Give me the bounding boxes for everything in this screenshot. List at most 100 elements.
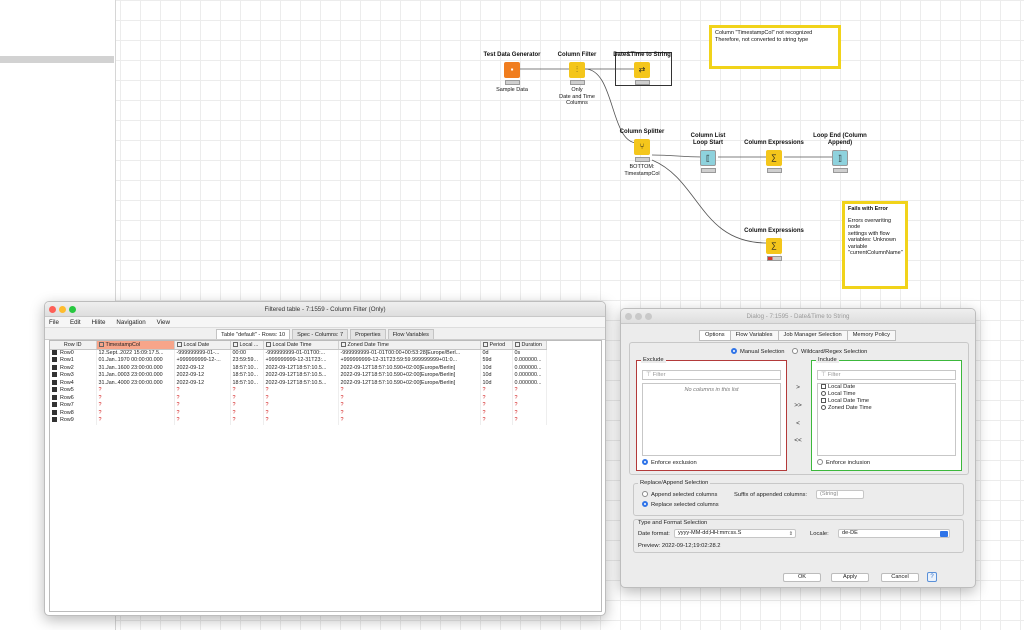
menu-edit[interactable]: Edit (69, 319, 81, 326)
tab-properties[interactable]: Properties (350, 329, 386, 339)
dialog-titlebar[interactable]: Dialog - 7:1595 - Date&Time to String (621, 309, 975, 324)
node-column-filter[interactable]: Column Filter ⫶ Only Date and Time Colum… (537, 52, 617, 107)
node-column-splitter[interactable]: Column Splitter ⑂ BOTTOM: TimestampCol (602, 129, 682, 177)
table-cell[interactable]: 2022-09-12T18:57:10.590+02:00[Europe/Ber… (338, 372, 481, 380)
table-cell[interactable]: ? (512, 417, 547, 425)
table-cell[interactable]: ? (174, 409, 231, 417)
table-cell[interactable]: 2022-09-12T18:57:10.5... (263, 364, 339, 372)
annotation-fails-with-error[interactable]: Fails with Error Errors overwriting node… (842, 201, 908, 289)
table-cell[interactable]: +999999999-12-... (174, 357, 231, 365)
table-cell[interactable]: ? (480, 387, 513, 395)
include-filter-input[interactable]: ⊤ Filter (817, 370, 956, 380)
tab-memory-policy[interactable]: Memory Policy (846, 330, 896, 341)
table-cell[interactable]: +999999999-12-31T23:... (263, 357, 339, 365)
cancel-button[interactable]: Cancel (881, 573, 919, 582)
table-cell[interactable]: ? (480, 417, 513, 425)
manual-selection-radio[interactable]: Manual Selection (731, 348, 784, 356)
table-cell[interactable]: ? (96, 394, 175, 402)
table-cell[interactable]: -999999999-01-01T00:00+00:53:28[Europe/B… (338, 349, 481, 357)
table-cell[interactable]: ? (174, 402, 231, 410)
table-cell[interactable]: 01.Jan..1970 00:00:00.000 (96, 357, 175, 365)
table-cell[interactable]: 2022-09-12T18:57:10.5... (263, 372, 339, 380)
table-cell[interactable]: ? (480, 402, 513, 410)
table-cell[interactable]: 10d (480, 372, 513, 380)
remove-all-button[interactable]: << (794, 437, 802, 444)
minimize-window-button[interactable] (59, 306, 66, 313)
column-header-duration[interactable]: Duration (512, 341, 547, 350)
exclude-list[interactable]: No columns in this list (642, 383, 781, 456)
table-cell[interactable]: 0d (480, 349, 513, 357)
table-cell[interactable]: ? (230, 387, 264, 395)
table-cell[interactable]: 0s (512, 349, 547, 357)
row-id-cell[interactable]: Row2 (50, 364, 97, 372)
table-cell[interactable]: ? (96, 409, 175, 417)
table-cell[interactable]: ? (96, 402, 175, 410)
table-cell[interactable]: 0.000000... (512, 372, 547, 380)
table-cell[interactable]: ? (480, 409, 513, 417)
table-cell[interactable]: 18:57:10... (230, 364, 264, 372)
table-cell[interactable]: 2022-09-12T18:57:10.5... (263, 379, 339, 387)
row-id-cell[interactable]: Row0 (50, 349, 97, 357)
row-id-cell[interactable]: Row7 (50, 402, 97, 410)
table-cell[interactable]: 31.Jan..4000 23:00:00.000 (96, 379, 175, 387)
minimize-window-button[interactable] (635, 313, 642, 320)
table-cell[interactable]: ? (174, 387, 231, 395)
row-id-cell[interactable]: Row3 (50, 372, 97, 380)
regex-selection-radio[interactable]: Wildcard/Regex Selection (792, 348, 867, 356)
replace-selected-radio[interactable]: Replace selected columns (642, 501, 719, 509)
locale-select[interactable]: de-DE (838, 529, 950, 538)
table-cell[interactable]: 0.000000... (512, 357, 547, 365)
tab-spec[interactable]: Spec - Columns: 7 (292, 329, 349, 339)
node-test-data-generator[interactable]: Test Data Generator ▪ Sample Data (472, 52, 552, 94)
help-icon[interactable]: ? (927, 572, 937, 582)
enforce-inclusion-radio[interactable]: Enforce inclusion (817, 459, 870, 467)
enforce-exclusion-radio[interactable]: Enforce exclusion (642, 459, 697, 467)
table-cell[interactable]: ? (338, 409, 481, 417)
menu-navigation[interactable]: Navigation (116, 319, 146, 326)
table-cell[interactable]: 00:00 (230, 349, 264, 357)
column-header-local-date-time[interactable]: Local Date Time (263, 341, 339, 350)
column-header-zoned-date-time[interactable]: Zoned Date Time (338, 341, 481, 350)
table-row[interactable]: Row7??????? (50, 402, 547, 410)
table-cell[interactable]: ? (338, 402, 481, 410)
menu-hilite[interactable]: Hilite (91, 319, 106, 326)
list-item-local-date[interactable]: Local Date (818, 384, 955, 391)
tab-flow-variables[interactable]: Flow Variables (729, 330, 779, 341)
table-cell[interactable]: ? (263, 417, 339, 425)
window-titlebar[interactable]: Filtered table - 7:1559 - Column Filter … (45, 302, 605, 317)
table-row[interactable]: Row5??????? (50, 387, 547, 395)
zoom-window-button[interactable] (69, 306, 76, 313)
date-format-combo[interactable]: yyyy-MM-dd;HH:mm:ss.S ⇕ (674, 529, 796, 538)
table-cell[interactable]: ? (230, 402, 264, 410)
table-cell[interactable]: 2022-09-12 (174, 372, 231, 380)
table-cell[interactable]: 0.000000... (512, 379, 547, 387)
table-cell[interactable]: ? (512, 409, 547, 417)
list-item-local-time[interactable]: Local Time (818, 391, 955, 398)
column-header-period[interactable]: Period (480, 341, 513, 350)
table-cell[interactable]: ? (174, 417, 231, 425)
table-cell[interactable]: ? (338, 394, 481, 402)
add-button[interactable]: > (796, 384, 800, 391)
table-cell[interactable]: 18:57:10... (230, 379, 264, 387)
node-datetime-to-string[interactable]: Date&Time to String ⇄ (602, 52, 682, 85)
table-cell[interactable]: ? (174, 394, 231, 402)
table-cell[interactable]: 31.Jan..0003 23:00:00.000 (96, 372, 175, 380)
table-cell[interactable]: ? (512, 394, 547, 402)
table-cell[interactable]: ? (263, 394, 339, 402)
table-row[interactable]: Row8??????? (50, 409, 547, 417)
node-loop-end[interactable]: Loop End (Column Append) ⟧ (800, 133, 880, 173)
table-cell[interactable]: 10d (480, 364, 513, 372)
column-header-timestampcol[interactable]: TimestampCol (96, 341, 175, 350)
table-cell[interactable]: ? (480, 394, 513, 402)
node-column-expressions-error[interactable]: Column Expressions ∑ (734, 228, 814, 261)
add-all-button[interactable]: >> (794, 402, 802, 409)
column-header-rowid[interactable]: Row ID (50, 341, 97, 350)
table-cell[interactable]: ? (96, 387, 175, 395)
apply-button[interactable]: Apply (831, 573, 869, 582)
table-cell[interactable]: ? (230, 409, 264, 417)
